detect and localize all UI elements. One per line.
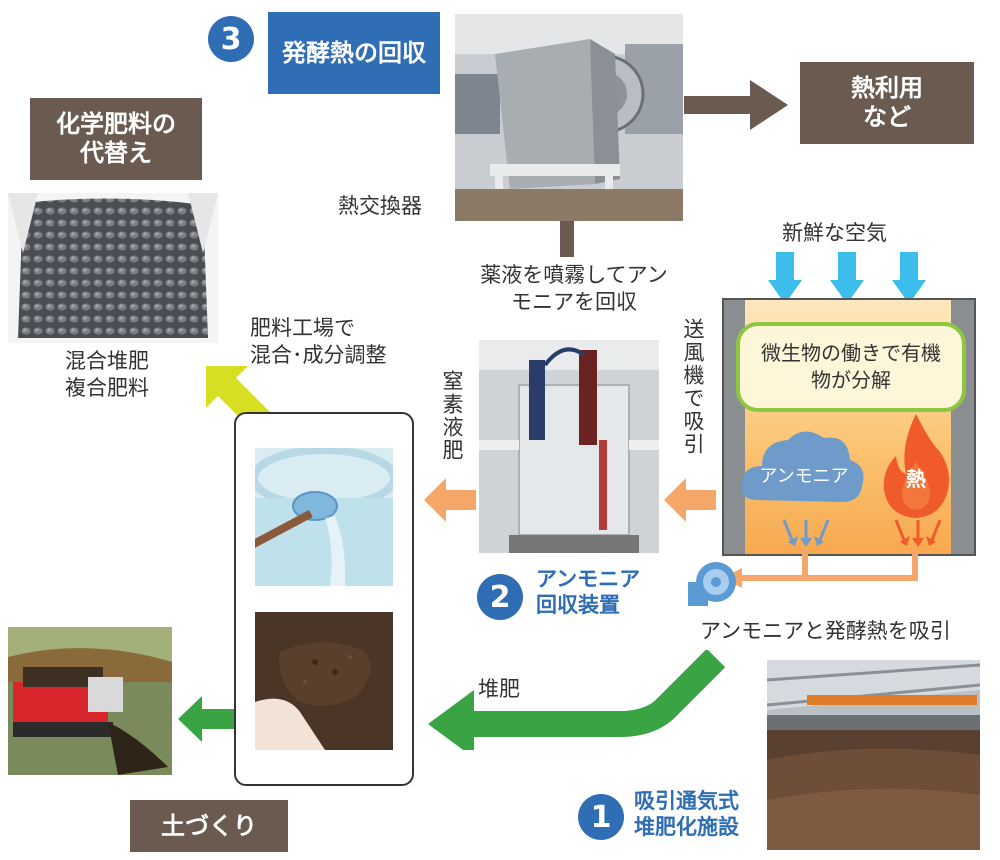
soil-label: 土づくり (161, 811, 257, 840)
step1-label: 吸引通気式 堆肥化施設 (634, 789, 739, 840)
heat-use-box: 熱利用など (800, 62, 974, 144)
arrow-to-liquid (424, 478, 476, 522)
step2-number: 2 (477, 574, 523, 620)
decompose-box: 微生物の働きで有機物が分解 (736, 322, 966, 412)
decompose-label: 微生物の働きで有機物が分解 (761, 341, 941, 392)
recovery-device-photo (479, 340, 659, 553)
heat-exchanger-label: 熱交換器 (338, 194, 422, 218)
fresh-air-label: 新鮮な空気 (782, 221, 887, 245)
step3-label: 発酵熱の回収 (268, 12, 440, 94)
compost-hand-photo (255, 612, 393, 750)
fan-icon (688, 562, 736, 606)
heat-flame-label: 熱 (906, 467, 926, 491)
spray-label: 薬液を噴霧してアンモニアを回収 (480, 263, 668, 315)
nitrogen-label: 窒素液肥 (440, 370, 464, 462)
blower-label: 送風機で吸引 (681, 318, 705, 456)
step3-number: 3 (208, 16, 254, 62)
heat-use-label: 熱利用など (851, 74, 923, 131)
exchanger-connector (560, 221, 574, 257)
chem-replace-label: 化学肥料の代替え (56, 110, 176, 167)
compost-label: 堆肥 (478, 677, 520, 701)
step2-label: アンモニア 回収装置 (536, 567, 641, 618)
arrow-to-heat-use (684, 80, 788, 130)
fresh-air-arrows (768, 252, 926, 304)
soil-box: 土づくり (130, 800, 288, 852)
step1-number: 1 (578, 794, 624, 840)
arrow-compost-flow (428, 650, 726, 750)
heat-exchanger-photo (455, 14, 683, 221)
flame-icon (883, 414, 949, 518)
heat-down-arrows (894, 519, 942, 547)
facility-border (722, 298, 976, 556)
factory-label: 肥料工場で 混合･成分調整 (250, 316, 387, 368)
arrow-to-device (664, 478, 716, 522)
liquid-fertilizer-photo (255, 448, 393, 586)
ammonia-down-arrows (782, 519, 830, 547)
arrow-to-soil (178, 696, 234, 742)
facility-photo (767, 660, 980, 850)
mixed-fertilizer-label: 混合堆肥 複合肥料 (65, 349, 149, 401)
suction-label: アンモニアと発酵熱を吸引 (700, 619, 951, 643)
ammonia-cloud-label: アンモニア (759, 466, 849, 487)
chem-replace-box: 化学肥料の代替え (30, 98, 202, 180)
ammonia-cloud-icon (741, 431, 864, 502)
tractor-photo (8, 627, 172, 775)
fertilizer-pellets-photo (8, 193, 218, 343)
